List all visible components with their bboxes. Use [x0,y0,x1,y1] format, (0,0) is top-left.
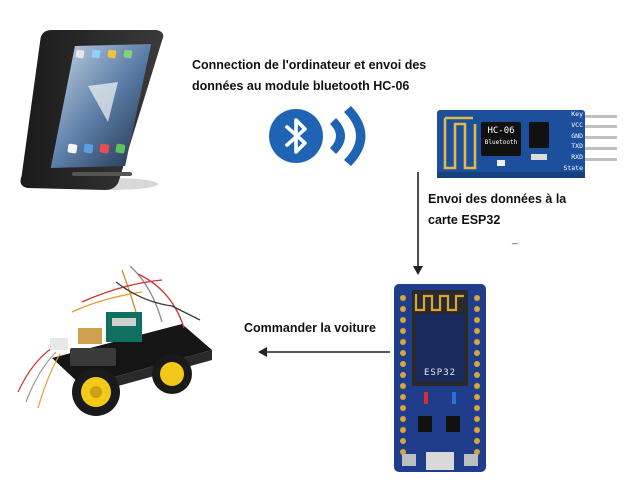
esp32-module-label: ESP32 [423,368,457,378]
bluetooth-to-esp32-label-line2: carte ESP32 [428,213,501,227]
hc06-chip-subtitle: Bluetooth [484,139,518,146]
esp32-to-car-label: Commander la voiture [244,321,376,335]
smartphone-icon [20,26,166,194]
stray-mark: _ [512,234,518,245]
hc06-pin-gnd: GND [571,131,583,140]
hc06-chip-label: HC-06 Bluetooth [483,126,519,148]
hc06-module-icon: HC-06 Bluetooth Key VCC GND TXD RXD Stat… [437,108,617,180]
bluetooth-to-esp32-label-line1: Envoi des données à la [428,192,567,206]
robot-car-icon [12,262,218,420]
hc06-pin-labels: Key VCC GND TXD RXD State [563,109,583,174]
hc06-pin-state: State [563,163,583,172]
hc06-pin-txd: TXD [571,142,583,151]
hc06-pin-vcc: VCC [571,120,583,129]
arrow-esp32-to-car [256,344,390,360]
hc06-pin-key: Key [571,110,583,118]
arrow-bluetooth-to-esp32 [410,172,426,276]
esp32-board-icon: ESP32 [394,284,486,472]
hc06-pin-rxd: RXD [571,153,583,162]
phone-to-bluetooth-label-line2: données au module bluetooth HC-06 [192,79,410,93]
phone-to-bluetooth-label: Connection de l'ordinateur et envoi des … [192,55,426,97]
hc06-chip-name: HC-06 [487,126,515,136]
signal-waves-icon [326,106,370,166]
bluetooth-icon [268,108,324,164]
phone-to-bluetooth-label-line1: Connection de l'ordinateur et envoi des [192,58,427,72]
bluetooth-to-esp32-label: Envoi des données à la carte ESP32 [428,189,566,231]
